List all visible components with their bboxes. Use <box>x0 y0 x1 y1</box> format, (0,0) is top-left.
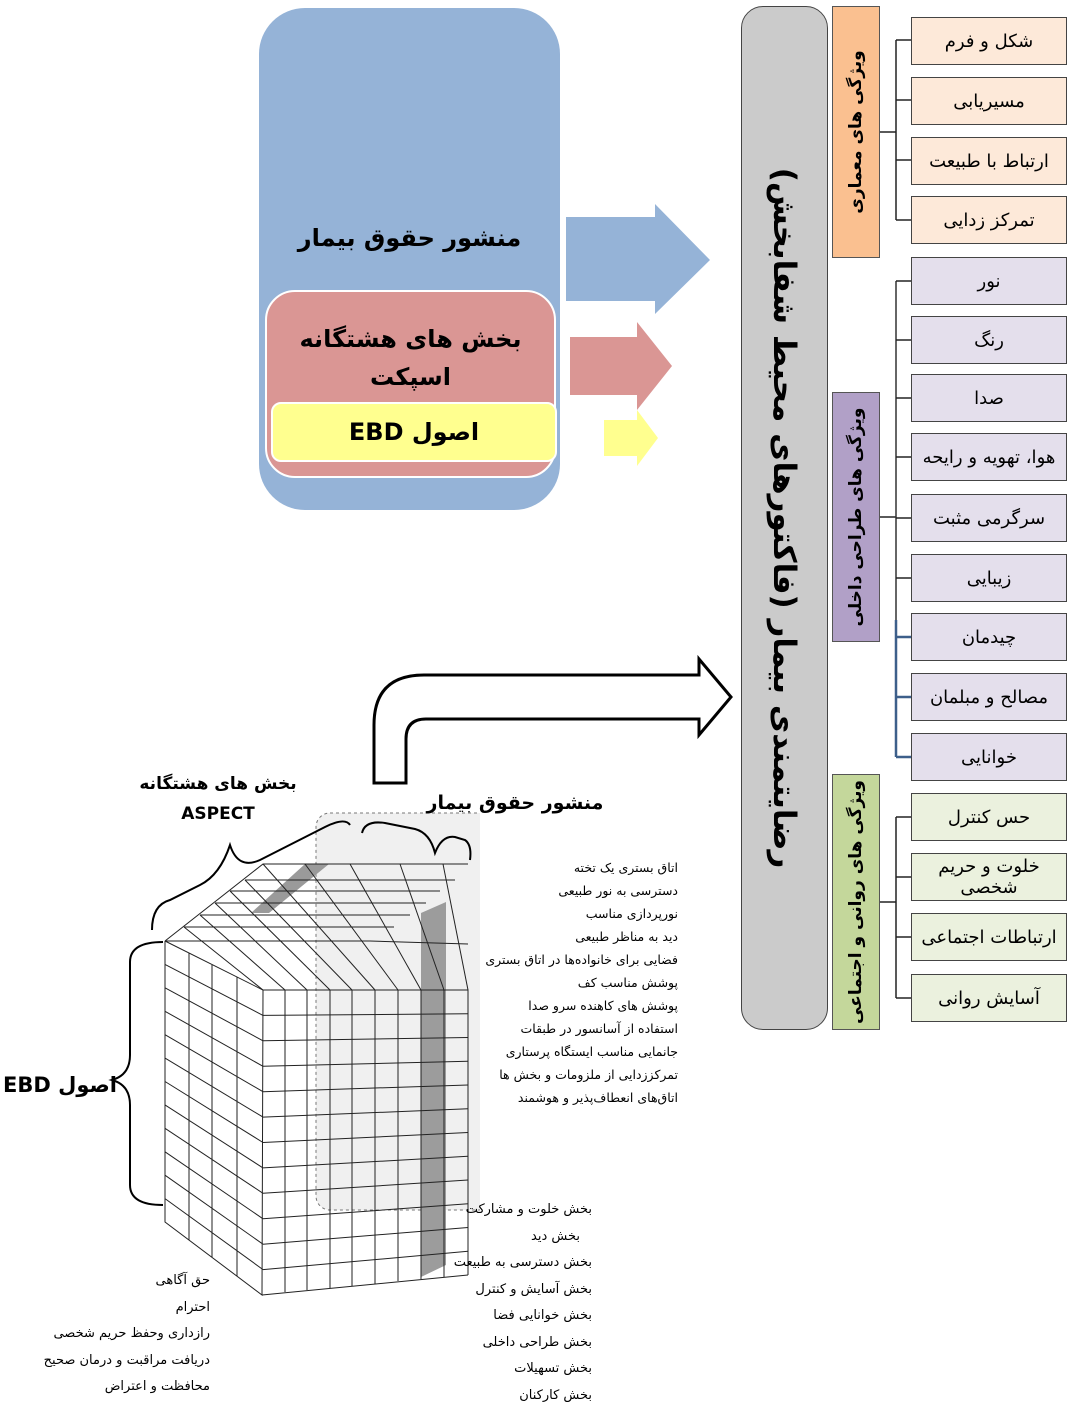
aspect-item: بخش خوانایی فضا <box>493 1308 592 1323</box>
patient-charter-title: منشور حقوق بیمار <box>297 224 522 252</box>
principles-cube <box>164 812 480 1296</box>
category-interior-label: ویژگی های طراحی داخلی <box>846 407 866 627</box>
ebd-item: اتاق بستری یک تخته <box>573 860 678 875</box>
category-connectors <box>880 39 911 999</box>
leaf-social-interaction: ارتباطات اجتماعی <box>911 913 1067 961</box>
leaf-wayfinding: مسیریابی <box>911 77 1067 125</box>
cube-row-left <box>164 1081 264 1143</box>
leaf-sense-of-control: حس کنترل <box>911 793 1067 841</box>
cube-row-left <box>164 1057 264 1118</box>
cube-row-left <box>164 987 264 1042</box>
ebd-item: تمرکززدایی از ملزومات و بخش ها <box>499 1067 678 1082</box>
ebd-item: دسترسی به نور طبیعی <box>558 883 678 898</box>
cube-row-front <box>262 1203 469 1220</box>
ebd-box <box>271 402 557 462</box>
red-arrow-icon <box>570 322 672 410</box>
cube-row-left <box>164 1010 264 1067</box>
cube-row-front <box>262 1227 469 1245</box>
ebd-item: پوشش های کاهنده سرو صدا <box>528 998 678 1013</box>
category-architecture <box>832 6 880 258</box>
ebd-item: اتاق‌های انعطاف‌پذیر و هوشمند <box>517 1090 678 1105</box>
aspect-item: بخش کارکنان <box>519 1387 592 1403</box>
leaf-privacy: خلوت و حریم شخصی <box>911 853 1067 901</box>
category-psychosocial <box>832 774 880 1030</box>
top-arrows <box>566 204 710 466</box>
aspect-item: بخش خلوت و مشارکت <box>465 1202 592 1217</box>
yellow-arrow-icon <box>604 410 658 466</box>
cube-aspect-label-en: ASPECT <box>181 804 255 824</box>
leaf-materials-furniture: مصالح و مبلمان <box>911 673 1067 721</box>
ebd-list: اتاق بستری یک تخته دسترسی به نور طبیعی ن… <box>480 856 678 1109</box>
ebd-item: پوشش مناسب کف <box>577 975 678 990</box>
aspect-item: بخش تسهیلات <box>514 1361 592 1376</box>
aspect-item: بخش طراحی داخلی <box>482 1334 592 1350</box>
cube-braces <box>108 820 472 1206</box>
cube-row-front <box>262 1132 469 1143</box>
leaf-positive-distraction: سرگرمی مثبت <box>911 494 1067 542</box>
central-bar <box>741 6 828 1030</box>
leaf-nature-connection: ارتباط با طبیعت <box>911 137 1067 185</box>
category-interior <box>832 392 880 642</box>
cube-row-left <box>164 1174 264 1245</box>
charter-item: محافظت و اعتراض <box>104 1379 210 1394</box>
leaf-beauty: زیبایی <box>911 554 1067 602</box>
aspect-title: بخش های هشتگانه اسپکت <box>299 325 522 391</box>
cube-row-front <box>262 1037 469 1042</box>
charter-item: دریافت مراقبت و درمان صحیح <box>43 1352 210 1368</box>
cube-row-left <box>164 1034 264 1093</box>
bent-arrow-icon <box>372 655 733 785</box>
ebd-item: دید به مناظر طبیعی <box>575 929 678 944</box>
cube-row-front <box>262 1155 469 1169</box>
ebd-title: اصول EBD <box>348 418 480 446</box>
ebd-item: فضایی برای خانواده‌ها در اتاق بستری <box>485 952 678 967</box>
category-architecture-label: ویژگی های معماری <box>846 50 866 214</box>
aspect-item: بخش دسترسی به طبیعت <box>453 1255 592 1270</box>
leaf-layout: چیدمان <box>911 613 1067 661</box>
cube-row-left <box>164 1104 264 1169</box>
charter-item: احترام <box>175 1299 210 1315</box>
leaf-psychological-comfort: آسایش روانی <box>911 974 1067 1022</box>
leaf-color: رنگ <box>911 316 1067 364</box>
cube-row-front <box>262 1013 469 1016</box>
charter-list: حق آگاهی احترام رازداری وحفظ حریم شخصی د… <box>40 1268 210 1401</box>
leaf-air-ventilation: هوا، تهویه و رایحه <box>911 433 1067 481</box>
ebd-item: استفاده از آسانسور در طبقات <box>520 1021 678 1036</box>
cube-row-front <box>262 1250 469 1271</box>
leaf-form: شکل و فرم <box>911 17 1067 65</box>
ebd-item: جانمایی مناسب ایستگاه پرستاری <box>505 1044 678 1059</box>
leaf-light: نور <box>911 257 1067 305</box>
cube-row-left <box>164 1127 264 1194</box>
aspect-item: بخش آسایش و کنترل <box>475 1281 592 1297</box>
cube-ebd-label: اصول EBD <box>3 1073 117 1097</box>
blue-arrow-icon <box>566 204 710 314</box>
charter-item: رازداری وحفظ حریم شخصی <box>53 1326 210 1341</box>
cube-aspect-label: بخش های هشتگانه <box>139 774 297 794</box>
category-psychosocial-label: ویژگی های روانی و اجتماعی <box>846 780 866 1024</box>
cube-charter-label: منشور حقوق بیمار <box>426 792 604 814</box>
cube-row-front <box>262 1084 469 1093</box>
cube-row-left <box>164 963 264 1016</box>
leaf-sound: صدا <box>911 374 1067 422</box>
leaf-legibility: خوانایی <box>911 733 1067 781</box>
aspect-items: بخش خلوت و مشارکت بخش دید بخش دسترسی به … <box>420 1197 592 1409</box>
leaf-decentralization: تمرکز زدایی <box>911 196 1067 244</box>
cube-row-front <box>262 1108 469 1118</box>
cube-row-front <box>262 1179 469 1194</box>
central-title: رضایتمندی بیمار (فاکتورهای محیط شفابخش) <box>766 167 802 869</box>
charter-item: حق آگاهی <box>155 1273 210 1288</box>
cube-row-left <box>164 1151 264 1220</box>
ebd-item: نورپردازی مناسب <box>585 906 678 921</box>
cube-row-left <box>164 1198 264 1271</box>
cube-row-front <box>262 1060 469 1067</box>
aspect-item: بخش دید <box>531 1228 580 1244</box>
